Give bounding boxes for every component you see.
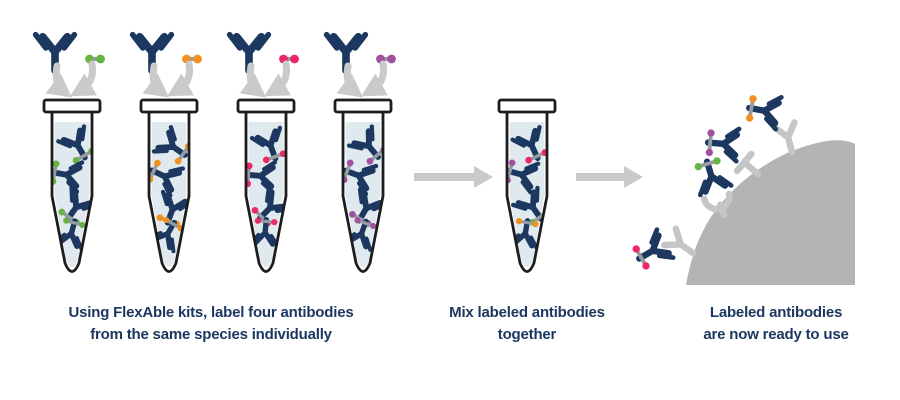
purple-labeled-antibody-icon <box>346 124 382 165</box>
orange-labeled-antibody-icon <box>745 94 784 132</box>
caption-step2-line2: together <box>497 326 557 343</box>
caption-step3-line1: Labeled antibodies <box>709 304 843 321</box>
purple-labeled-antibody-icon <box>704 126 742 164</box>
pour-arrow-left-icon <box>45 62 73 98</box>
cell-icon <box>632 94 855 285</box>
tube-cap <box>42 98 102 114</box>
caption-step2: Mix labeled antibodies together <box>407 302 647 346</box>
tube-outline <box>244 112 288 273</box>
caption-step2-line1: Mix labeled antibodies <box>449 304 605 321</box>
pour-arrow-right-icon <box>167 60 194 97</box>
pour-arrow-right-icon <box>70 60 97 97</box>
tube-cap <box>139 98 199 114</box>
tube-outline <box>505 112 549 273</box>
tube-cap <box>236 98 296 114</box>
pour-arrow-left-icon <box>142 62 170 98</box>
pour-arrow-right-icon <box>264 60 291 97</box>
pink-labeled-antibody-icon <box>247 160 278 194</box>
pink-probe-icon <box>279 54 299 64</box>
arrow-step1-to-step2-icon <box>414 166 493 188</box>
antibody-icon <box>129 31 175 75</box>
receptor-icon <box>701 190 733 219</box>
green-labeled-antibody-icon <box>58 185 91 226</box>
tube-outline <box>147 112 191 273</box>
pour-arrow-left-icon <box>336 62 364 98</box>
tube-icon <box>139 98 199 273</box>
tube-outline <box>341 112 385 273</box>
green-labeled-antibody-icon <box>53 217 86 251</box>
green-labeled-antibody-icon <box>694 157 734 198</box>
tube-icon <box>497 98 557 273</box>
antibody-icon <box>226 31 272 75</box>
cell-body <box>686 140 855 285</box>
caption-step3: Labeled antibodies are now ready to use <box>656 302 896 346</box>
pour-arrow-left-icon <box>239 62 267 98</box>
pink-labeled-antibody-icon <box>632 227 676 270</box>
arrow-step2-to-step3-icon <box>576 166 643 188</box>
purple-labeled-antibody-icon <box>508 159 541 195</box>
tube-icon <box>236 98 296 273</box>
purple-labeled-antibody-icon <box>344 217 377 252</box>
tube-cap <box>497 98 557 114</box>
tube-icon <box>333 98 393 273</box>
caption-step1-line2: from the same species individually <box>90 326 332 343</box>
tube-icon <box>42 98 102 273</box>
purple-probe-icon <box>376 54 396 64</box>
green-labeled-antibody-icon <box>56 124 91 164</box>
orange-probe-icon <box>182 54 202 64</box>
pour-arrow-right-icon <box>361 60 388 97</box>
caption-step1: Using FlexAble kits, label four antibodi… <box>11 302 411 346</box>
pink-labeled-antibody-icon <box>510 124 546 164</box>
caption-step1-line1: Using FlexAble kits, label four antibodi… <box>68 304 354 321</box>
tube-outline <box>50 112 94 273</box>
receptor-icon <box>733 150 762 178</box>
tube-cap <box>333 98 393 114</box>
receptor-icon <box>661 225 697 257</box>
pink-labeled-antibody-icon <box>249 125 285 164</box>
orange-labeled-antibody-icon <box>151 125 188 165</box>
green-probe-icon <box>85 54 105 64</box>
green-labeled-antibody-icon <box>511 185 546 226</box>
caption-step3-line2: are now ready to use <box>703 326 849 343</box>
